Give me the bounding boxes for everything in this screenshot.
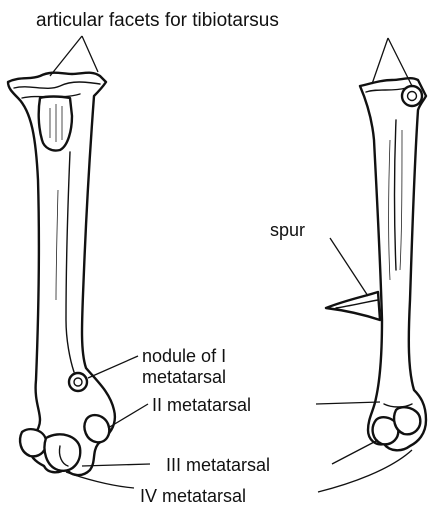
right-trochlea-b	[394, 407, 420, 434]
left-proximal-plate	[39, 97, 72, 151]
leader-nodule	[88, 356, 138, 378]
label-ii-metatarsal: II metatarsal	[152, 395, 251, 415]
right-bone-outline	[360, 78, 426, 450]
leader-spur	[330, 238, 368, 296]
left-trochlea-ii	[84, 415, 109, 442]
leader-facets-left	[50, 36, 98, 76]
label-iv-metatarsal: IV metatarsal	[140, 486, 246, 506]
left-nodule	[69, 373, 87, 391]
right-tarsometatarsus	[326, 78, 426, 450]
label-articular-facets: articular facets for tibiotarsus	[36, 10, 279, 31]
label-nodule-line1: nodule of I	[142, 346, 226, 366]
leader-iii-right	[332, 440, 378, 464]
left-trochlea-iii	[45, 434, 81, 470]
left-trochlea-iv	[20, 429, 46, 456]
spur	[326, 292, 380, 320]
leader-ii-right	[316, 402, 380, 404]
label-iii-metatarsal: III metatarsal	[166, 455, 270, 475]
right-facet-knob	[402, 86, 422, 106]
label-spur: spur	[270, 220, 305, 240]
left-tarsometatarsus	[8, 73, 115, 475]
leader-iv-right	[318, 450, 412, 492]
label-nodule-line2: metatarsal	[142, 367, 226, 387]
